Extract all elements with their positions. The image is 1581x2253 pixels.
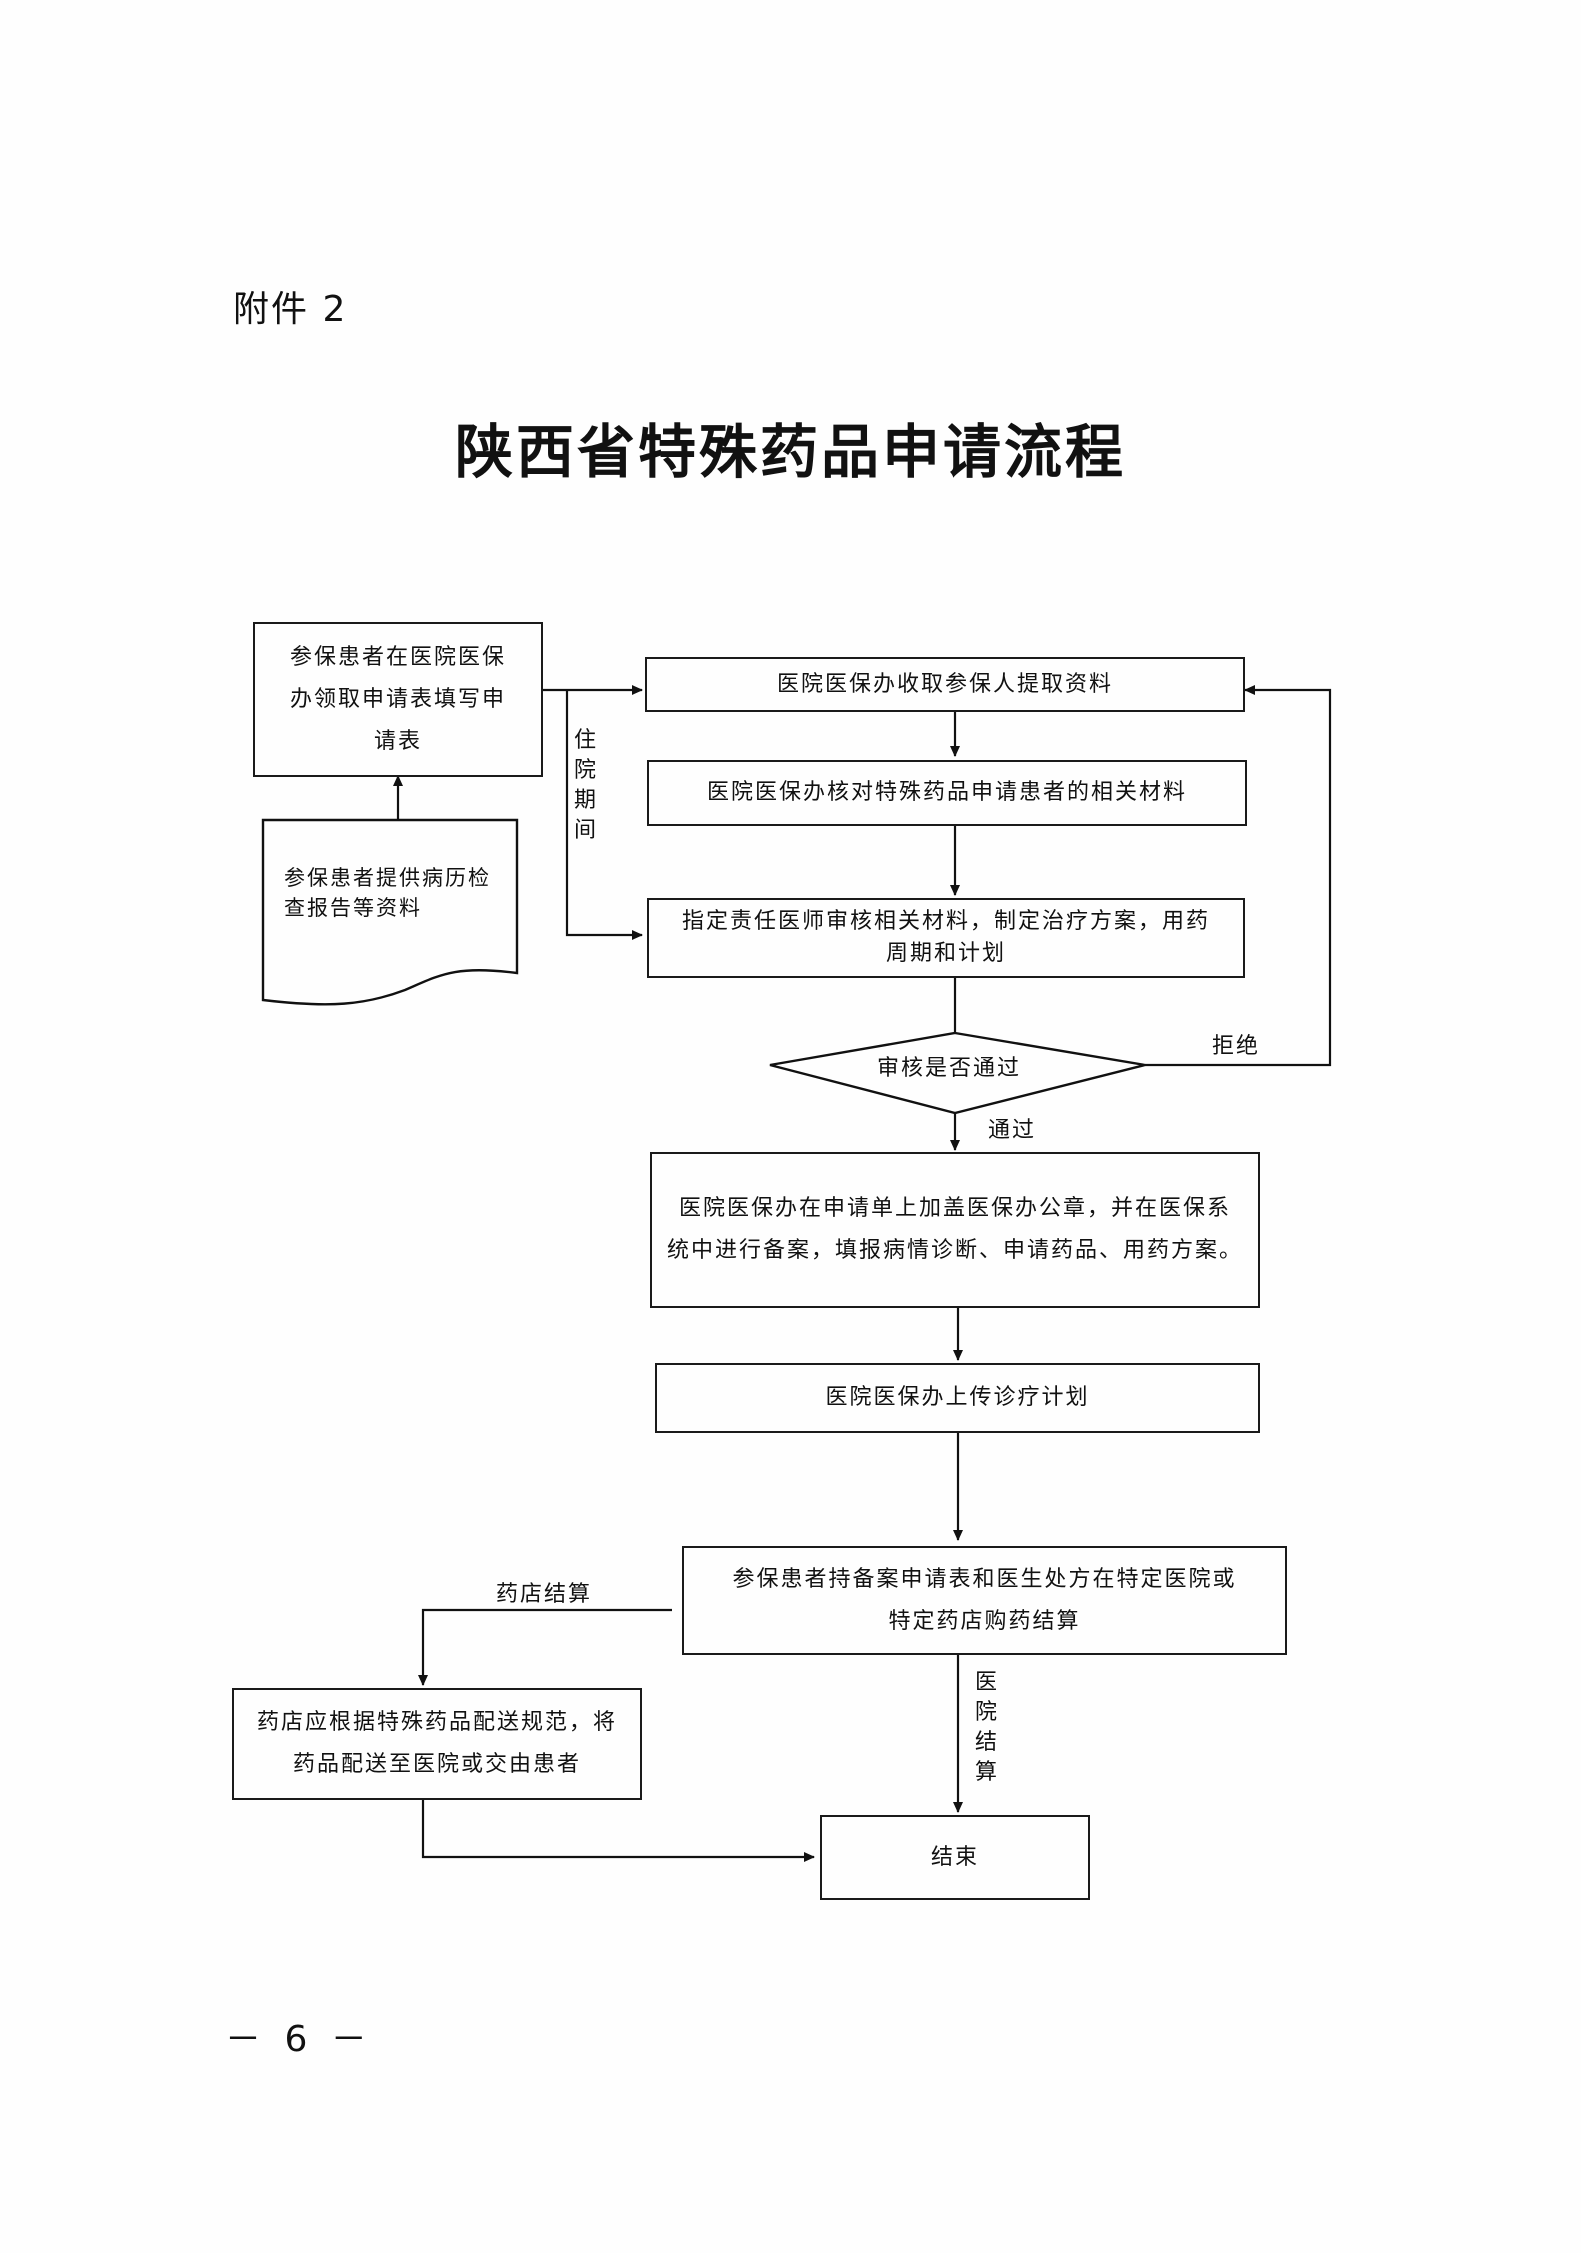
collect-box: 医院医保办收取参保人提取资料 [645,657,1245,712]
upload-box: 医院医保办上传诊疗计划 [655,1363,1260,1433]
provide-docs-text: 参保患者提供病历检 查报告等资料 [284,866,491,920]
page-title: 陕西省特殊药品申请流程 [454,418,1126,486]
reject-label: 拒绝 [1212,1034,1261,1059]
doctor-review-box: 指定责任医师审核相关材料，制定治疗方案，用药 周期和计划 [647,898,1245,978]
page-number: － 6 － [225,2019,373,2060]
apply-form-box: 参保患者在医院医保 办领取申请表填写申 请表 [253,622,543,777]
stamp-record-box: 医院医保办在申请单上加盖医保办公章，并在医保系 统中进行备案，填报病情诊断、申请… [650,1152,1260,1308]
purchase-box: 参保患者持备案申请表和医生处方在特定医院或 特定药店购药结算 [682,1546,1287,1655]
arrow-inpatient-to-review [565,690,643,940]
decision-text: 审核是否通过 [877,1056,1022,1081]
arrow-purchase-to-pharmacy [418,1608,672,1686]
inpatient-label: 住院期间 [573,728,596,843]
pharmacy-settle-label: 药店结算 [496,1582,593,1607]
hospital-settle-label: 医院结算 [974,1670,997,1785]
pharmacy-deliver-box: 药店应根据特殊药品配送规范，将 药品配送至医院或交由患者 [232,1688,642,1800]
verify-box: 医院医保办核对特殊药品申请患者的相关材料 [647,760,1247,826]
provide-docs-shape [261,818,519,1006]
arrow-reject-to-collect [1145,685,1332,1067]
end-box: 结束 [820,1815,1090,1900]
arrow-pharmacy-to-end [421,1800,815,1862]
attachment-label: 附件 2 [233,289,348,330]
decision-diamond [769,1031,1146,1115]
pass-label: 通过 [988,1118,1037,1143]
